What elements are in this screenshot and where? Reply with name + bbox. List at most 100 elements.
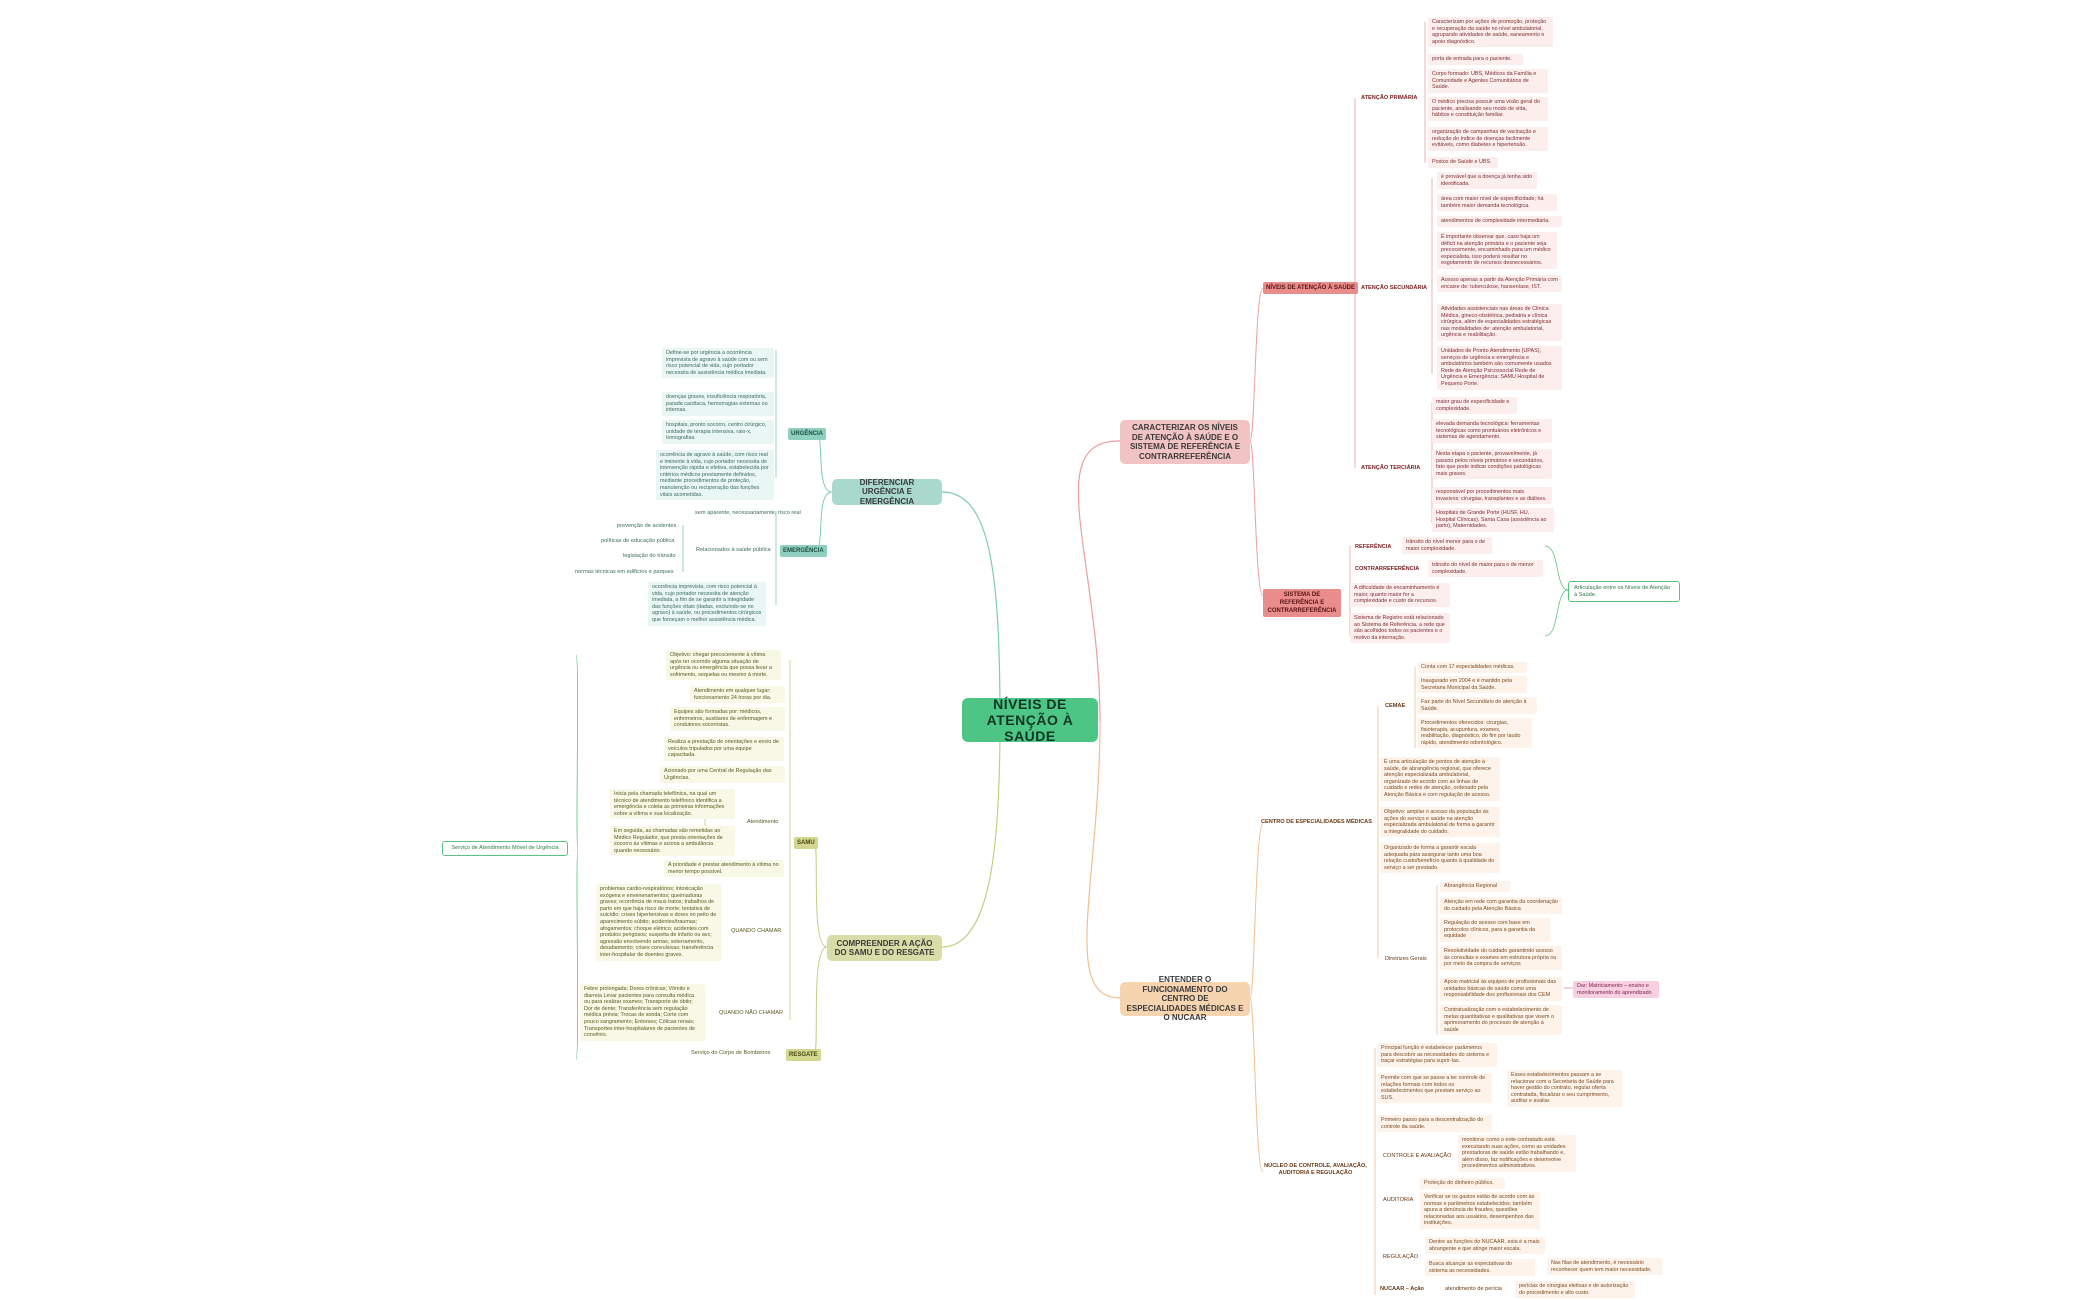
regulacao-item: Busca alcançar as expectativas do sistem… <box>1425 1259 1535 1277</box>
contrarreferencia-node[interactable]: CONTRARREFERÊNCIA <box>1355 566 1420 572</box>
cem-item: Objetivo: ampliar o acesso da população … <box>1380 807 1500 838</box>
nucaar-item: Permite com que se passe a ter controle … <box>1377 1073 1492 1104</box>
urgencia-node[interactable]: URGÊNCIA <box>788 428 827 440</box>
branch-compreender[interactable]: COMPREENDER A AÇÃO DO SAMU E DO RESGATE <box>827 935 942 961</box>
atendimento-item: Em seguida, as chamadas são remetidas ao… <box>610 826 735 857</box>
secundaria-item: Atividades assistenciais nas áreas de Cl… <box>1437 304 1562 341</box>
root-node[interactable]: NÍVEIS DE ATENÇÃO À SAÚDE <box>962 696 1098 744</box>
auditoria-item: Verificar se os gastos estão de acordo c… <box>1420 1192 1540 1229</box>
quando-chamar-node[interactable]: QUANDO CHAMAR <box>731 928 782 934</box>
edge-root-caracterizar <box>1077 440 1121 723</box>
branch-caracterizar[interactable]: CARACTERIZAR OS NÍVEIS DE ATENÇÃO À SAÚD… <box>1120 420 1250 464</box>
regulacao-side: Nas filas de atendimento, é necessário r… <box>1547 1258 1662 1276</box>
samu-item: Equipes são formadas por: médicos, enfer… <box>670 707 785 731</box>
cemae-item: Faz parte do Nível Secundário de atenção… <box>1417 697 1537 715</box>
nucaar-side: Esses estabelecimentos passam a se relac… <box>1507 1070 1622 1107</box>
primaria-item: organização de campanhas de vacinação e … <box>1428 127 1548 151</box>
samu-item: Acionado por uma Central de Regulação da… <box>660 766 785 784</box>
niveis-node[interactable]: NÍVEIS DE ATENÇÃO À SAÚDE <box>1263 282 1359 294</box>
edge-caracterizar-sistema <box>1249 440 1264 597</box>
quando-nao-chamar-item: Febre prolongada; Dores crônicas; Vômito… <box>580 984 705 1041</box>
servico-samu-note: Serviço de Atendimento Móvel de Urgência <box>442 841 568 856</box>
secundaria-item: Acesso apenas a partir da Atenção Primár… <box>1437 275 1562 293</box>
sistema-item: A dificuldade de encaminhamento é maior,… <box>1350 583 1450 607</box>
relacionados-item: normas técnicas em edifícios e parques <box>575 569 674 575</box>
contrarreferencia-item: trânsito do nível de maior para o de men… <box>1428 560 1543 578</box>
servico-bombeiros: Serviço do Corpo de Bombeiros <box>691 1050 771 1056</box>
samu-item: Objetivo: chegar precocemente à vítima a… <box>666 650 781 681</box>
secundaria-item: Unidades de Pronto Atendimento (UPAS), s… <box>1437 346 1562 390</box>
cemae-item: Procedimentos oferecidos: cirurgias, fis… <box>1417 718 1532 749</box>
edge-root-diferenciar <box>941 491 1001 723</box>
emergencia-top: sem aparente, necessariamente, risco rea… <box>695 510 801 516</box>
relacionados-node[interactable]: Relacionados à saúde pública <box>696 547 771 553</box>
referencia-node[interactable]: REFERÊNCIA <box>1355 544 1392 550</box>
sistema-node[interactable]: SISTEMA DE REFERÊNCIA E CONTRARREFERÊNCI… <box>1263 589 1341 617</box>
sistema-item: Sistema de Registro está relacionado ao … <box>1350 613 1450 644</box>
regulacao-node[interactable]: REGULAÇÃO <box>1383 1254 1419 1260</box>
edge-entender-nucaar <box>1249 997 1264 1173</box>
quando-chamar-item: problemas cardio-respiratórios; intoxica… <box>596 884 721 961</box>
emergencia-item: ocorrência imprevista, com risco potenci… <box>648 582 766 626</box>
regulacao-item: Dentre as funções do NUCAAR, esta é a ma… <box>1425 1237 1545 1255</box>
primaria-item: Corpo formado: UBS, Médicos da Família e… <box>1428 69 1548 93</box>
diretrizes-node[interactable]: Diretrizes Gerais <box>1385 956 1427 962</box>
cemae-item: Inaugurado em 2004 e é mantido pela Secr… <box>1417 676 1527 694</box>
terciaria-item: maior grau de especificidade e complexid… <box>1432 397 1517 415</box>
edge-diferenciar-urgencia <box>815 431 833 493</box>
nucaar-item: Primeiro passo para a descentralização d… <box>1377 1115 1492 1133</box>
primaria-item: porta de entrada para o paciente. <box>1428 54 1523 65</box>
branch-diferenciar[interactable]: DIFERENCIAR URGÊNCIA E EMERGÊNCIA <box>832 478 942 506</box>
edge-root-compreender <box>941 721 1001 948</box>
diretrizes-item: Resolutividade do cuidado garantindo ace… <box>1440 946 1562 970</box>
edge-compreender-samu <box>813 841 828 948</box>
nucaar-acao-node[interactable]: NUCAAR – Ação <box>1380 1286 1424 1292</box>
relacionados-item: políticas de educação pública <box>601 538 675 544</box>
controle-item: monitorar como o ente contratado está ex… <box>1458 1135 1576 1172</box>
terciaria-item: Nesta etapa o paciente, provavelmente, j… <box>1432 449 1552 480</box>
resgate-node[interactable]: RESGATE <box>786 1049 821 1061</box>
relacionados-item: prevenção de acidentes <box>617 523 677 529</box>
samu-node[interactable]: SAMU <box>794 837 818 849</box>
nucaar-acao-side: perícias de cirurgias eletivas e de auto… <box>1515 1281 1635 1299</box>
referencia-item: trânsito do nível menor para o de maior … <box>1402 537 1492 555</box>
cem-node[interactable]: CENTRO DE ESPECIALIDADES MÉDICAS <box>1261 819 1372 825</box>
edge-entender-cem <box>1249 823 1264 999</box>
quando-nao-chamar-node[interactable]: QUANDO NÃO CHAMAR <box>719 1010 784 1016</box>
branch-entender[interactable]: ENTENDER O FUNCIONAMENTO DO CENTRO DE ES… <box>1120 975 1250 1022</box>
edge-root-entender <box>1086 721 1121 999</box>
articulacao-note: Articulação entre os Níveis de Atenção à… <box>1568 581 1680 603</box>
samu-item: Realiza a prestação de orientações e env… <box>664 737 784 761</box>
cem-item: É uma articulação de pontos de atenção à… <box>1380 757 1500 801</box>
edge-diferenciar-emergencia <box>815 491 833 550</box>
cem-item: Organizado de forma a garantir escala ad… <box>1380 843 1500 874</box>
cemae-item: Conta com 17 especialidades médicas. <box>1417 662 1527 673</box>
emergencia-node[interactable]: EMERGÊNCIA <box>780 545 827 557</box>
apoio-pink-note: Dar: Matriciamento – ensino e monitorame… <box>1573 981 1659 999</box>
diretrizes-item: Abrangência Regional <box>1440 881 1510 892</box>
nucaar-node[interactable]: NÚCLEO DE CONTROLE, AVALIAÇÃO, AUDITORIA… <box>1264 1163 1367 1176</box>
relacionados-item: legislação do trânsito <box>623 553 676 559</box>
terciaria-item: responsável por procedimentos mais invas… <box>1432 487 1552 505</box>
auditoria-node[interactable]: AUDITORIA <box>1383 1197 1414 1203</box>
controle-node[interactable]: CONTROLE E AVALIAÇÃO <box>1383 1153 1452 1159</box>
diretrizes-item: Regulação do acesso com base em protocol… <box>1440 918 1550 942</box>
diretrizes-item: Atenção em rede com garantia da coordena… <box>1440 897 1562 915</box>
secundaria-item: É importante observar que, caso haja um … <box>1437 232 1557 269</box>
edge-caracterizar-niveis <box>1249 287 1264 442</box>
prioridade-item: A prioridade é prestar atendimento à vít… <box>664 860 784 878</box>
nucaar-item: Principal função é estabelecer parâmetro… <box>1377 1043 1497 1067</box>
secundaria-node[interactable]: ATENÇÃO SECUNDÁRIA <box>1361 285 1428 291</box>
secundaria-item: é provável que a doença já tenha sido id… <box>1437 172 1537 190</box>
cemae-node[interactable]: CEMAE <box>1385 703 1406 709</box>
secundaria-item: atendimentos de complexidade intermediár… <box>1437 216 1562 227</box>
atendimento-node[interactable]: Atendimento <box>747 819 779 825</box>
primaria-item: Postos de Saúde e UBS. <box>1428 157 1498 168</box>
urgencia-item: hospitais, pronto socorro, centro cirúrg… <box>662 420 774 444</box>
primaria-node[interactable]: ATENÇÃO PRIMÁRIA <box>1361 95 1418 101</box>
samu-item: Atendimento em qualquer lugar: funcionam… <box>690 686 785 704</box>
edge-samu-servico <box>575 654 579 1061</box>
terciaria-node[interactable]: ATENÇÃO TERCIÁRIA <box>1361 465 1421 471</box>
diretrizes-item: Apoio matricial às equipes de profission… <box>1440 977 1562 1001</box>
primaria-item: O médico precisa possuir uma visão geral… <box>1428 97 1548 121</box>
